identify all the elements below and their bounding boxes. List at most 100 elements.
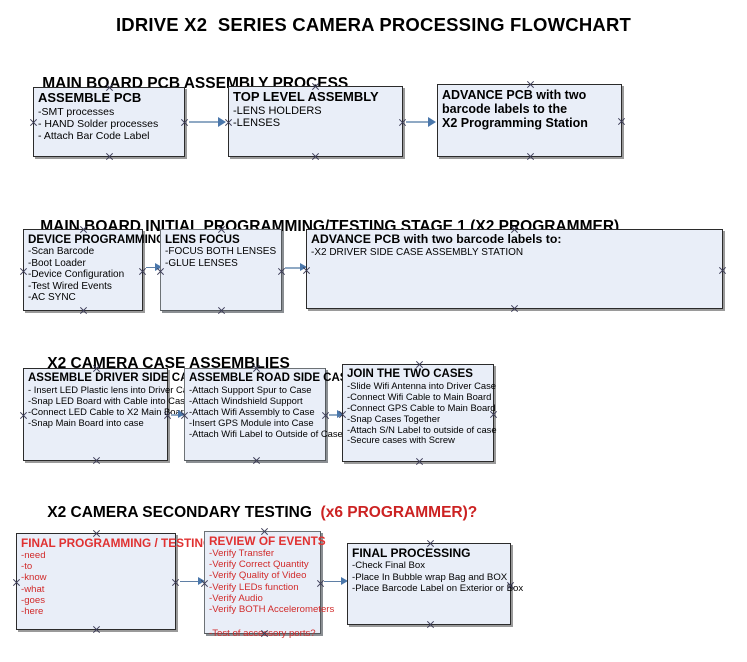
node-line: X2 Programming Station xyxy=(442,116,588,130)
node-line: -X2 DRIVER SIDE CASE ASSEMBLY STATION xyxy=(311,246,524,258)
node-line: -LENS HOLDERS xyxy=(233,104,322,117)
node-line: -Secure cases with Screw xyxy=(347,434,455,446)
node-line: -Attach Wifi Label to Outside of Case xyxy=(189,427,343,439)
node-line: -Verify Correct Quantity xyxy=(209,559,309,571)
node-header: TOP LEVEL ASSEMBLY xyxy=(233,89,379,104)
node-line: -Snap Cases Together xyxy=(347,412,441,424)
connector-1-1 xyxy=(189,121,221,123)
node-line: -Verify LEDs function xyxy=(209,581,299,593)
resize-handle-bottom[interactable] xyxy=(217,306,226,315)
resize-handle-bottom[interactable] xyxy=(415,457,424,466)
resize-handle-bottom[interactable] xyxy=(105,152,114,161)
node-line: -Snap LED Board with Cable into Case xyxy=(28,394,191,406)
resize-handle-left[interactable] xyxy=(19,267,28,276)
resize-handle-right[interactable] xyxy=(171,578,180,587)
resize-handle-bottom[interactable] xyxy=(79,306,88,315)
node-header: JOIN THE TWO CASES xyxy=(347,368,473,380)
node-advance-pcb-driver-side-station[interactable]: ADVANCE PCB with two barcode labels to: … xyxy=(306,229,723,309)
arrow-4-1 xyxy=(198,577,205,585)
node-line: -Scan Barcode xyxy=(28,245,95,257)
resize-handle-bottom[interactable] xyxy=(526,152,535,161)
node-assemble-road-side-case[interactable]: ASSEMBLE ROAD SIDE CASE -Attach Support … xyxy=(184,368,355,461)
node-line: -LENSES xyxy=(233,117,281,130)
section-heading-4: X2 CAMERA SECONDARY TESTING (x6 PROGRAMM… xyxy=(30,489,477,536)
arrow-1-1 xyxy=(218,117,226,127)
node-line: -Check Final Box xyxy=(352,560,426,572)
node-line: -GLUE LENSES xyxy=(165,257,238,269)
arrow-4-2 xyxy=(341,577,348,585)
connector-1-2 xyxy=(406,121,430,123)
node-line: -here xyxy=(21,605,44,617)
node-line: -Connect Wifi Cable to Main Board xyxy=(347,390,492,402)
node-line: -Attach Windshield Support xyxy=(189,394,303,406)
node-line-overflow: -Test of accessory ports? xyxy=(209,628,316,639)
node-line: -Place In Bubble wrap Bag and BOX xyxy=(352,571,508,583)
resize-handle-right[interactable] xyxy=(180,118,189,127)
node-line: -Place Barcode Label on Exterior or Box xyxy=(352,582,524,594)
node-line: -SMT processes xyxy=(38,105,115,118)
node-header: ADVANCE PCB with two barcode labels to: xyxy=(311,232,562,246)
node-line: -Verify BOTH Accelerometers xyxy=(209,603,335,615)
resize-handle-bottom[interactable] xyxy=(252,456,261,465)
resize-handle-left[interactable] xyxy=(12,578,21,587)
connector-3-1 xyxy=(171,414,184,416)
node-line: -goes xyxy=(21,594,45,606)
arrow-2-2 xyxy=(300,263,307,271)
node-line: -Slide Wifi Antenna into Driver Case xyxy=(347,379,497,391)
section-heading-3: X2 CAMERA CASE ASSEMBLIES xyxy=(30,340,290,387)
node-header: ASSEMBLE PCB xyxy=(38,90,142,105)
node-line: -Connect GPS Cable to Main Board xyxy=(347,401,496,413)
node-line: -Verify Quality of Video xyxy=(209,570,307,582)
node-join-the-two-cases[interactable]: JOIN THE TWO CASES -Slide Wifi Antenna i… xyxy=(342,364,497,462)
node-line: -what xyxy=(21,583,45,595)
section-heading-4-text: X2 CAMERA SECONDARY TESTING xyxy=(47,503,321,521)
resize-handle-left[interactable] xyxy=(19,411,28,420)
node-header: FINAL PROGRAMMING / TESTING xyxy=(21,536,213,550)
node-assemble-driver-side-case[interactable]: ASSEMBLE DRIVER SIDE CASE - Insert LED P… xyxy=(23,368,204,461)
node-final-programming-testing[interactable]: FINAL PROGRAMMING / TESTING -need -to -k… xyxy=(16,533,213,630)
connector-2-2 xyxy=(285,267,305,269)
connector-3-2 xyxy=(329,414,343,416)
node-line: -Verify Transfer xyxy=(209,548,275,560)
node-line: -need xyxy=(21,550,46,562)
node-line: -FOCUS BOTH LENSES xyxy=(165,245,277,257)
resize-handle-right[interactable] xyxy=(138,267,147,276)
connector-4-2 xyxy=(324,581,346,582)
node-advance-pcb-programming-station[interactable]: ADVANCE PCB with two barcode labels to t… xyxy=(437,84,622,157)
node-lens-focus[interactable]: LENS FOCUS -FOCUS BOTH LENSES -GLUE LENS… xyxy=(160,229,282,311)
resize-handle-bottom[interactable] xyxy=(426,620,435,629)
resize-handle-bottom[interactable] xyxy=(92,625,101,634)
resize-handle-left[interactable] xyxy=(29,118,38,127)
node-line: - HAND Solder processes xyxy=(38,117,159,130)
node-header: ADVANCE PCB with two xyxy=(442,88,587,102)
node-line: -Snap Main Board into case xyxy=(28,416,144,428)
node-line: -AC SYNC xyxy=(28,292,76,304)
arrow-3-1 xyxy=(178,410,185,418)
resize-handle-bottom[interactable] xyxy=(510,304,519,313)
node-line: - Insert LED Plastic lens into Driver Ca… xyxy=(28,383,198,395)
node-header: ASSEMBLE DRIVER SIDE CASE xyxy=(28,372,204,384)
section-heading-3-text: X2 CAMERA CASE ASSEMBLIES xyxy=(47,354,290,372)
node-line: -Boot Loader xyxy=(28,257,86,269)
resize-handle-bottom[interactable] xyxy=(311,152,320,161)
node-top-level-assembly[interactable]: TOP LEVEL ASSEMBLY -LENS HOLDERS -LENSES xyxy=(228,86,403,157)
node-line: barcode labels to the xyxy=(442,102,568,116)
node-review-of-events[interactable]: REVIEW OF EVENTS -Verify Transfer -Verif… xyxy=(204,531,335,639)
node-line: -Attach S/N Label to outside of case xyxy=(347,423,497,435)
node-line: -Insert GPS Module into Case xyxy=(189,416,314,428)
node-header: LENS FOCUS xyxy=(165,233,240,246)
node-device-programming[interactable]: DEVICE PROGRAMMING -Scan Barcode -Boot L… xyxy=(23,229,166,311)
node-line: -Device Configuration xyxy=(28,269,125,281)
node-assemble-pcb[interactable]: ASSEMBLE PCB -SMT processes - HAND Solde… xyxy=(33,87,185,157)
page-title: IDRIVE X2 SERIES CAMERA PROCESSING FLOWC… xyxy=(115,14,632,35)
node-line: -Attach Support Spur to Case xyxy=(189,383,312,395)
resize-handle-right[interactable] xyxy=(617,117,626,126)
node-header: FINAL PROCESSING xyxy=(352,546,471,560)
node-header: REVIEW OF EVENTS xyxy=(209,534,326,548)
connector-4-1 xyxy=(180,581,202,582)
resize-handle-right[interactable] xyxy=(718,266,727,275)
node-header: DEVICE PROGRAMMING xyxy=(28,233,166,246)
resize-handle-bottom[interactable] xyxy=(92,456,101,465)
node-final-processing[interactable]: FINAL PROCESSING -Check Final Box -Place… xyxy=(347,543,524,625)
